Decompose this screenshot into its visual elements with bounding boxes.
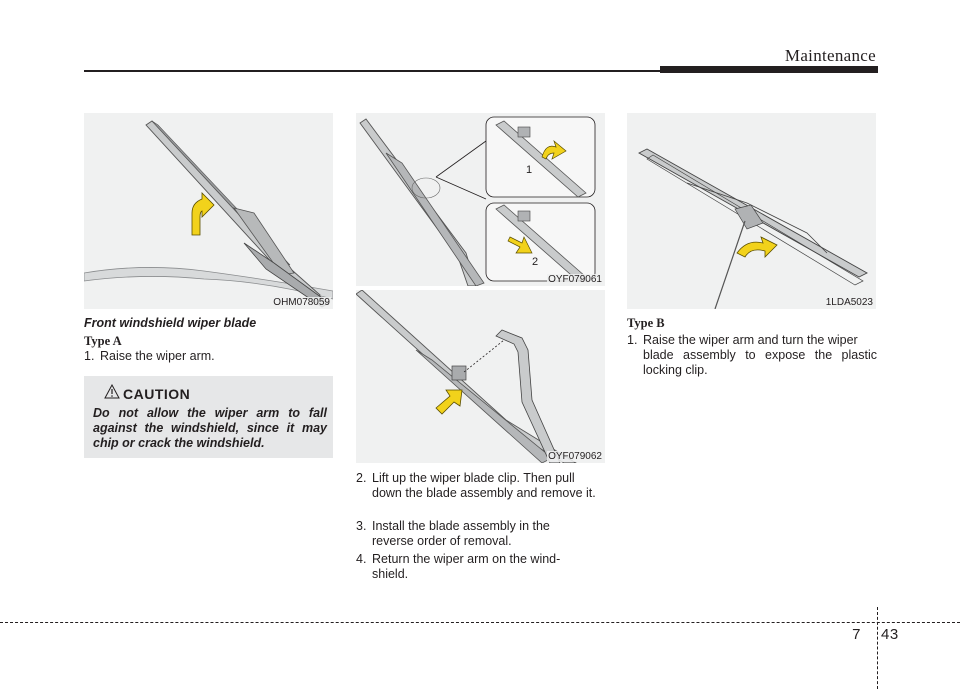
caution-title: CAUTION xyxy=(123,386,191,402)
figure-blade-removal: OYF079062 xyxy=(356,290,605,463)
step-number: 1. xyxy=(84,349,95,363)
step-4: 4. Return the wiper arm on the wind- shie… xyxy=(356,552,605,582)
callout-2: 2 xyxy=(532,256,538,268)
step-text-first: Install the blade assembly in the xyxy=(372,519,550,533)
step-text: Raise the wiper arm. xyxy=(100,349,215,363)
type-a-label: Type A xyxy=(84,334,122,348)
step-1-type-a: 1. Raise the wiper arm. xyxy=(84,349,333,364)
figure-blade-clip-detail: 1 2 OYF079061 xyxy=(356,113,605,286)
figure-code: OYF079062 xyxy=(547,451,603,462)
step-number: 4. xyxy=(356,552,367,566)
step-text-rest: shield. xyxy=(372,567,409,581)
step-number: 1. xyxy=(627,333,638,347)
figure-code: OHM078059 xyxy=(272,297,331,308)
step-3: 3. Install the blade assembly in the reve… xyxy=(356,519,605,549)
step-text-first: Raise the wiper arm and turn the wiper xyxy=(643,333,858,347)
step-2: 2. Lift up the wiper blade clip. Then pul… xyxy=(356,471,605,501)
figure-wiper-raised: OHM078059 xyxy=(84,113,333,309)
step-text-first: Lift up the wiper blade clip. Then pull xyxy=(372,471,575,485)
page-number-divider xyxy=(877,607,878,689)
step-text-rest: down the blade assembly and remove it. xyxy=(372,486,596,500)
figure-type-b-wiper: 1LDA5023 xyxy=(627,113,876,309)
header-bar xyxy=(660,66,878,73)
callout-1: 1 xyxy=(526,164,532,176)
chapter-number: 7 xyxy=(852,626,861,643)
warning-triangle-icon xyxy=(104,384,120,399)
step-1-type-b: 1. Raise the wiper arm and turn the wiper… xyxy=(627,333,877,378)
step-text-rest: reverse order of removal. xyxy=(372,534,512,548)
footer-rule xyxy=(0,622,960,623)
figure-code: OYF079061 xyxy=(547,274,603,285)
step-text-first: Return the wiper arm on the wind- xyxy=(372,552,561,566)
step-text-rest: blade assembly to expose the plastic loc… xyxy=(643,348,877,377)
caution-box: CAUTION Do not allow the wiper arm to fa… xyxy=(84,376,333,458)
header-rule xyxy=(84,70,660,72)
step-number: 3. xyxy=(356,519,367,533)
step-number: 2. xyxy=(356,471,367,485)
section-title: Maintenance xyxy=(784,46,876,65)
caution-text: Do not allow the wiper arm to fall again… xyxy=(93,406,327,450)
figure-code: 1LDA5023 xyxy=(824,297,874,308)
subhead-front-wiper-blade: Front windshield wiper blade xyxy=(84,316,257,330)
page-number-value: 43 xyxy=(881,626,899,643)
type-b-label: Type B xyxy=(627,316,665,330)
